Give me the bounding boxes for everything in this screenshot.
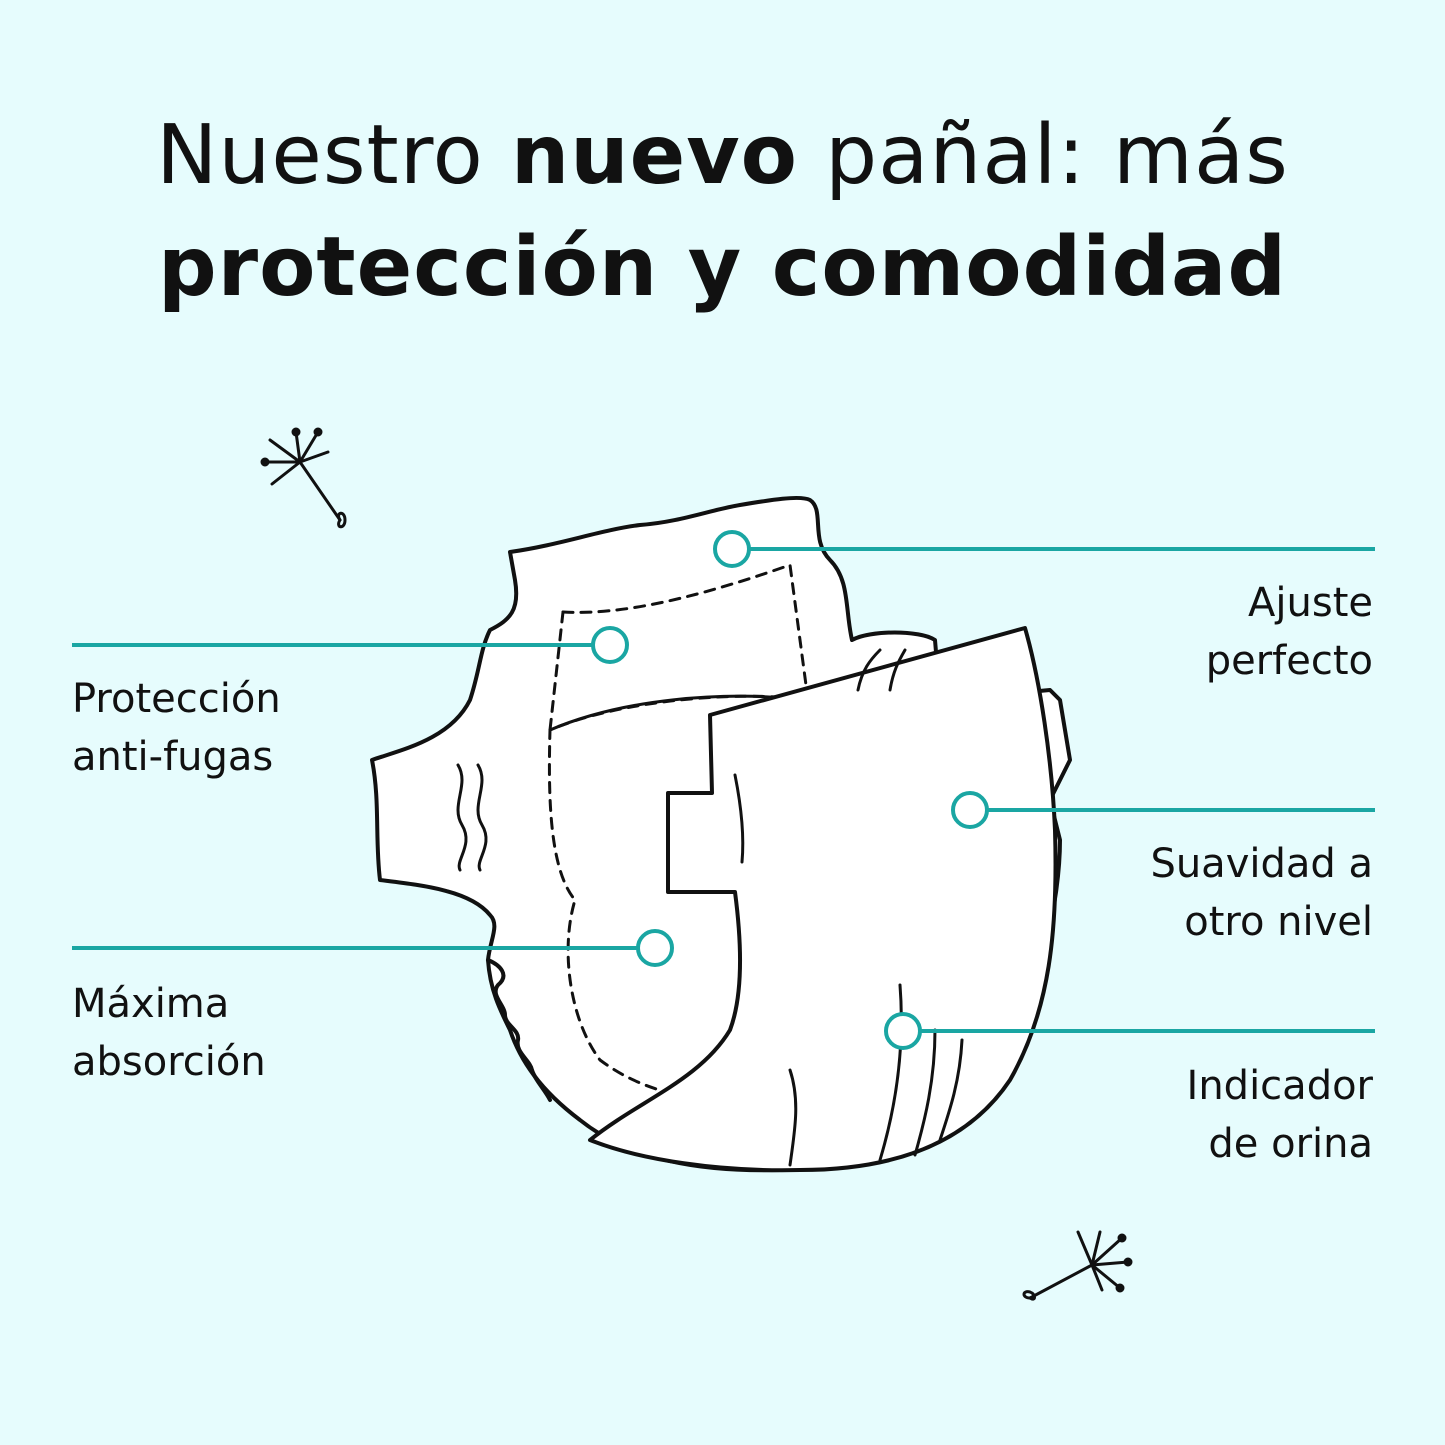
dandelion-seed-icon-2 (1022, 1230, 1133, 1301)
callout-dot-absorcion (636, 929, 674, 967)
label-suavidad: Suavidad a otro nivel (1150, 841, 1373, 945)
label-ajuste-perfecto: Ajuste perfecto (1205, 580, 1373, 684)
label-indicador-de-orina: Indicador de orina (1186, 1063, 1373, 1167)
title-line-2: protección y comodidad (157, 220, 1288, 315)
callout-dot-ajuste (713, 530, 751, 568)
page-title: Nuestro nuevo pañal: más protección y co… (0, 100, 1445, 324)
dandelion-seed-icon (260, 427, 347, 529)
label-maxima-absorcion: Máxima absorción (72, 981, 266, 1085)
diaper-illustration (370, 495, 1072, 1173)
title-line-1: Nuestro nuevo pañal: más (156, 108, 1289, 203)
callout-dot-suavidad (951, 791, 989, 829)
callout-dot-proteccion (591, 626, 629, 664)
callout-dot-indicador (884, 1012, 922, 1050)
callout-lines (72, 530, 1375, 1050)
label-proteccion-anti-fugas: Protección anti-fugas (72, 676, 281, 780)
